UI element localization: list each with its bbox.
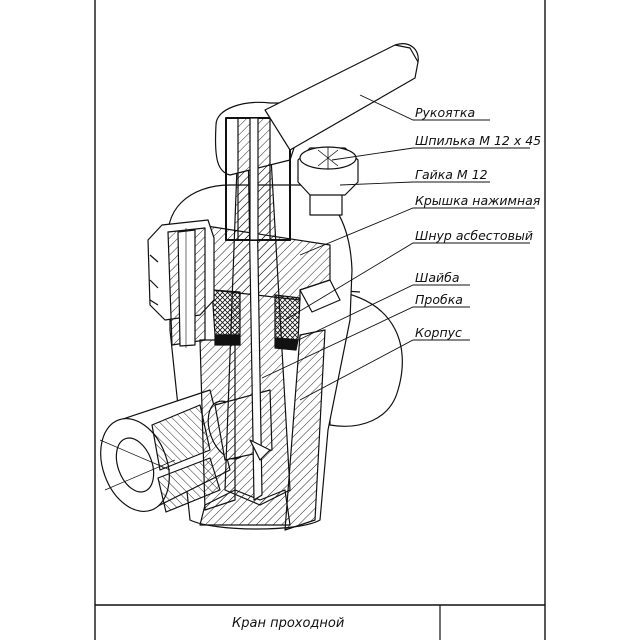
part-labels: Рукоятка Шпилька М 12 х 45 Гайка М 12 Кр… — [415, 105, 541, 340]
label-asbestos-cord: Шнур асбестовый — [415, 228, 533, 243]
label-gland-cover: Крышка нажимная — [415, 193, 541, 208]
label-nut: Гайка М 12 — [415, 167, 488, 182]
leader-lines — [261, 94, 535, 401]
drawing-frame — [94, 0, 546, 640]
handle — [264, 43, 419, 151]
title-block-name: Кран проходной — [232, 616, 344, 631]
label-body: Корпус — [415, 325, 462, 340]
label-washer: Шайба — [415, 270, 460, 285]
label-plug: Пробка — [415, 292, 463, 307]
label-stud: Шпилька М 12 х 45 — [415, 133, 541, 148]
label-handle: Рукоятка — [415, 105, 475, 120]
valve-drawing — [99, 43, 419, 531]
